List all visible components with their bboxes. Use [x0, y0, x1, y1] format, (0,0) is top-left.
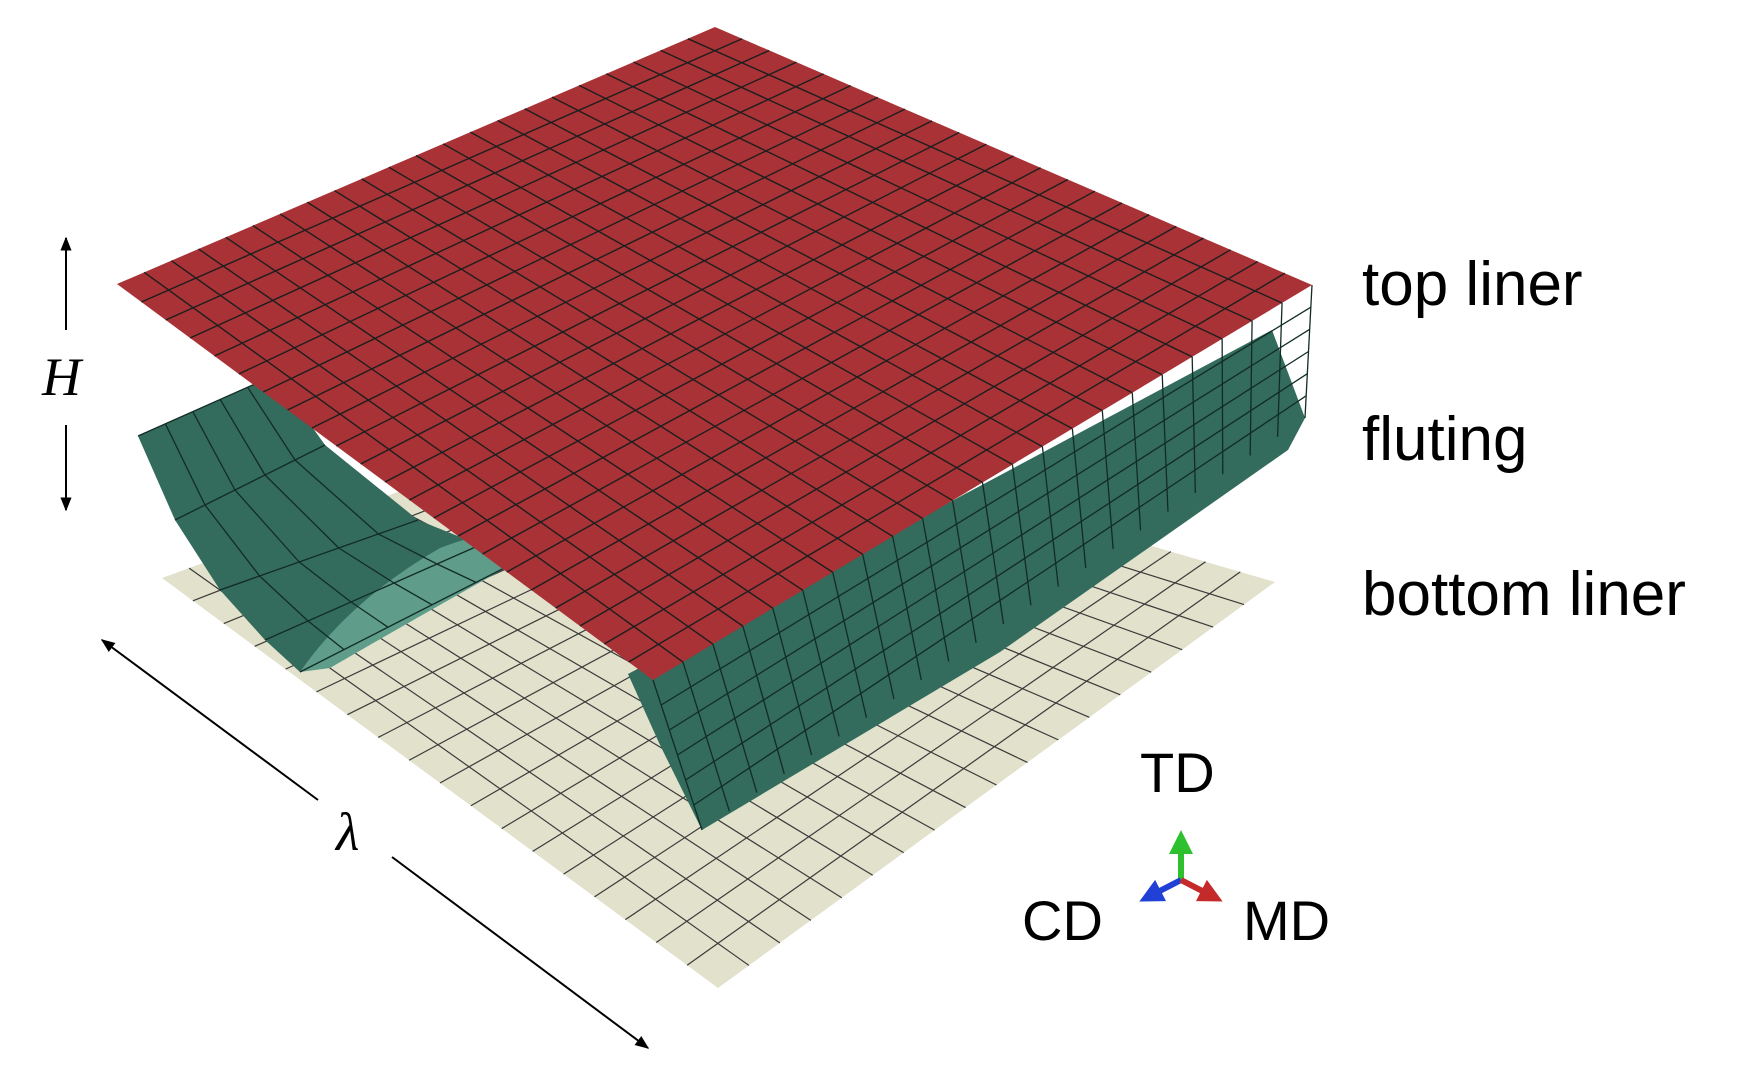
fluting-mesh — [378, 533, 438, 565]
top-liner-mesh-line — [603, 260, 1259, 645]
cd-axis-arrow — [1139, 877, 1183, 902]
fluting-mesh — [234, 489, 300, 563]
top-liner-mesh-line — [457, 190, 1096, 537]
fluting-mesh — [219, 399, 266, 476]
top-liner-label: top liner — [1362, 250, 1583, 319]
top-liner-mesh-line — [482, 202, 1123, 555]
cd-axis-label: CD — [1022, 889, 1103, 952]
top-liner-mesh-line — [530, 225, 1177, 591]
md-axis-label: MD — [1243, 889, 1330, 952]
fluting-mesh — [137, 374, 276, 437]
top-liner-mesh-line — [506, 214, 1150, 573]
fluting-trough — [300, 530, 555, 672]
top-liner-mesh-line — [442, 143, 1013, 466]
fluting-mesh — [660, 306, 1312, 706]
bottom-liner-mesh-line — [624, 551, 1172, 921]
top-liner-mesh-line — [578, 84, 1163, 376]
fluting-mesh — [298, 561, 352, 603]
fluting-label: fluting — [1362, 405, 1527, 474]
top-liner-mesh-line — [579, 249, 1231, 627]
wavelength-label: λ — [334, 802, 359, 862]
fluting-mesh — [264, 544, 481, 641]
fluting-mesh — [393, 582, 433, 606]
fluting-mesh — [677, 350, 1309, 756]
fluting-mesh — [350, 601, 389, 628]
top-liner-mesh-line — [470, 131, 1043, 448]
fluting-mesh — [137, 284, 1313, 831]
top-liner — [117, 27, 1312, 680]
bottom-liner-mesh-line — [655, 561, 1206, 943]
fluting-mesh — [164, 423, 206, 506]
top-liner-mesh-line — [687, 38, 1283, 304]
wavelength-arrow-lower — [391, 856, 650, 1049]
fluting-mesh — [685, 373, 1308, 781]
fluting-mesh — [219, 519, 419, 591]
fluting-mesh — [259, 575, 309, 622]
top-liner-mesh-line — [660, 49, 1253, 322]
fluting-mesh — [247, 386, 296, 461]
bottom-liner-label: bottom liner — [1362, 560, 1686, 629]
fluting-mesh — [338, 547, 395, 584]
axis-triad: TD CD MD — [1022, 741, 1330, 952]
top-liner-mesh-line — [409, 167, 1041, 501]
top-liner-mesh-line — [605, 73, 1193, 358]
top-liner-mesh-line — [551, 96, 1133, 394]
top-liner-mesh-line — [433, 178, 1069, 519]
fluting-mesh — [294, 459, 379, 535]
top-liner-mesh-line — [555, 237, 1204, 609]
fluting-mesh — [174, 444, 326, 521]
bottom-liner-mesh-line — [686, 571, 1241, 966]
top-liner-mesh — [141, 38, 1286, 663]
fluting-mesh — [299, 559, 521, 673]
md-axis-arrow — [1179, 877, 1223, 902]
top-liner-mesh-line — [524, 108, 1103, 412]
fluting-mesh — [264, 474, 340, 549]
fluting — [137, 284, 1313, 831]
fluting-mesh — [668, 328, 1311, 731]
top-liner-mesh-line — [628, 272, 1286, 663]
top-liner-mesh-line — [497, 119, 1073, 430]
fluting-mesh — [192, 411, 236, 491]
height-label: H — [41, 347, 84, 407]
top-liner-plate — [117, 27, 1312, 680]
fluting-mesh — [307, 620, 345, 651]
fluting-mesh — [693, 395, 1307, 806]
top-liner-mesh-line — [633, 61, 1223, 340]
wavelength-arrow-upper — [100, 639, 319, 801]
top-liner-mesh-line — [384, 155, 1014, 483]
fluting-mesh — [204, 504, 261, 577]
wavelength-dimension: λ — [100, 639, 650, 1049]
height-dimension: H — [41, 236, 84, 512]
fluting-mesh — [436, 563, 477, 583]
td-axis-label: TD — [1140, 741, 1215, 804]
